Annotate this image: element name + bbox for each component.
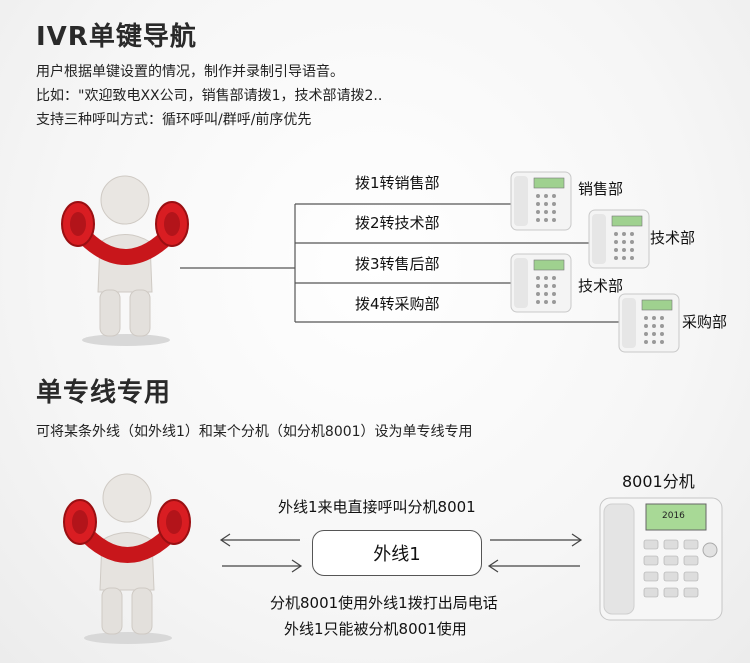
branch-label-3: 拨3转售后部 xyxy=(355,255,440,273)
caller-figure-dedicated xyxy=(63,473,191,644)
dept-label-4: 采购部 xyxy=(682,313,728,331)
dedicated-title: 单专线专用 xyxy=(36,378,172,408)
dept-label-3: 技术部 xyxy=(578,277,624,295)
outside-line-box: 外线1 xyxy=(312,530,482,576)
branch-label-1: 拨1转销售部 xyxy=(355,174,440,192)
caller-figure-ivr xyxy=(61,175,189,346)
desk-phone-icon xyxy=(588,209,650,269)
outgoing-text: 分机8001使用外线1拨打出局电话 xyxy=(270,594,498,612)
ivr-title: IVR单键导航 xyxy=(36,22,197,52)
branch-label-2: 拨2转技术部 xyxy=(355,214,440,232)
dept-label-1: 销售部 xyxy=(578,180,624,198)
ivr-desc-line-3: 支持三种呼叫方式：循环呼叫/群呼/前序优先 xyxy=(36,112,312,128)
phone-screen-text: 2016 xyxy=(662,511,685,521)
restriction-text: 外线1只能被分机8001使用 xyxy=(284,620,467,638)
branch-label-4: 拨4转采购部 xyxy=(355,295,440,313)
dedicated-description: 可将某条外线（如外线1）和某个分机（如分机8001）设为单专线专用 xyxy=(36,424,473,440)
incoming-text: 外线1来电直接呼叫分机8001 xyxy=(278,498,476,516)
desk-phone-icon xyxy=(510,171,572,231)
ivr-desc-line-2: 比如："欢迎致电XX公司，销售部请拨1，技术部请拨2.. xyxy=(36,88,383,104)
ivr-desc-line-1: 用户根据单键设置的情况，制作并录制引导语音。 xyxy=(36,64,344,80)
extension-label: 8001分机 xyxy=(622,472,695,491)
ivr-description: 用户根据单键设置的情况，制作并录制引导语音。 比如："欢迎致电XX公司，销售部请… xyxy=(36,60,382,132)
desk-phone-icon xyxy=(510,253,572,313)
dept-label-2: 技术部 xyxy=(650,229,696,247)
extension-phone-icon xyxy=(599,497,723,621)
desk-phone-icon xyxy=(618,293,680,353)
